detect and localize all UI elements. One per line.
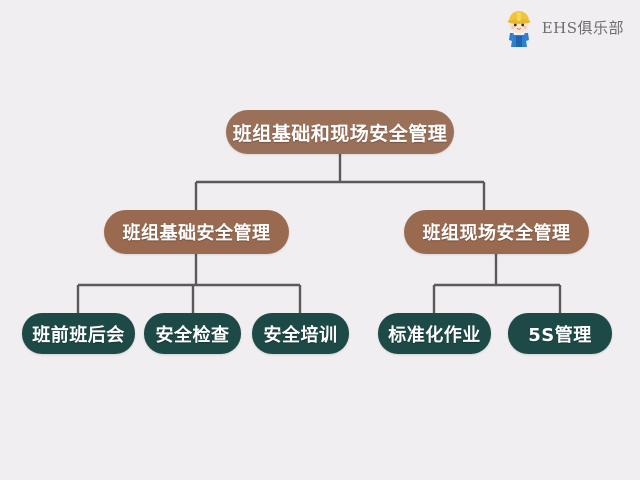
- brand-name: EHS俱乐部: [541, 18, 624, 37]
- brand-watermark: EHS俱乐部: [502, 6, 624, 48]
- node-branch-foundation[interactable]: 班组基础安全管理: [104, 210, 289, 254]
- node-leaf-shift-meeting[interactable]: 班前班后会: [22, 313, 135, 354]
- node-leaf-safety-inspection[interactable]: 安全检查: [144, 313, 241, 354]
- node-leaf-standard-operation[interactable]: 标准化作业: [378, 313, 491, 354]
- node-leaf-safety-training[interactable]: 安全培训: [252, 313, 349, 354]
- mascot-hardhat-icon: [502, 6, 536, 48]
- node-branch-site[interactable]: 班组现场安全管理: [404, 210, 589, 254]
- node-root[interactable]: 班组基础和现场安全管理: [226, 110, 454, 154]
- node-leaf-5s-management[interactable]: 5S管理: [508, 313, 612, 354]
